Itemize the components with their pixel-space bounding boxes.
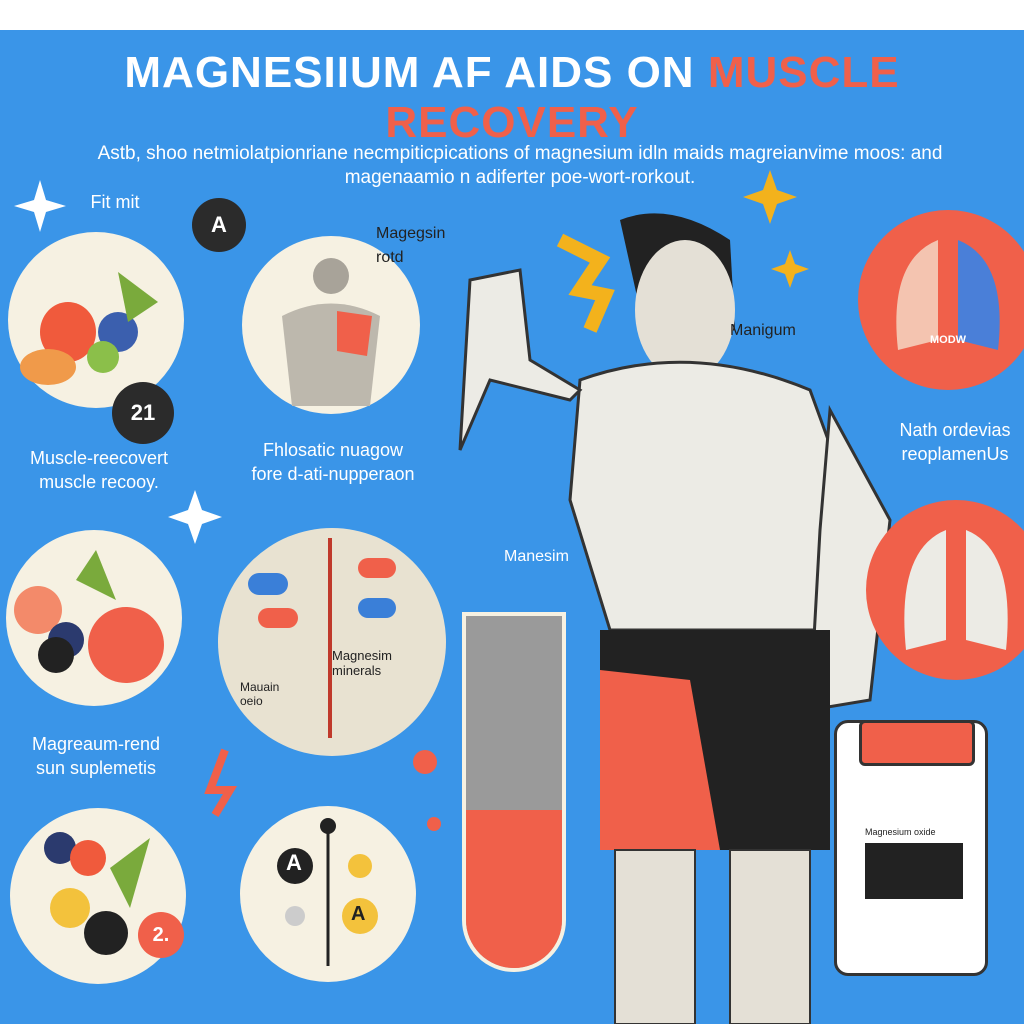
manesim-label: Manesim	[504, 548, 569, 565]
fruits-icon	[14, 550, 164, 683]
test-tube	[462, 612, 566, 972]
molecule-icon	[277, 818, 378, 966]
molecule-circle-2	[240, 806, 416, 982]
torso-icon	[282, 258, 380, 406]
lungs-icon	[904, 530, 1008, 650]
fruit-circle-2	[6, 530, 182, 706]
atom-a-2: A	[351, 903, 366, 925]
lungs-circle-1: MODW	[858, 210, 1024, 390]
atom-a-1: A	[286, 850, 302, 875]
page-title: MAGNESIIUM AF AIDS ON MUSCLE RECOVERY	[124, 48, 900, 147]
supplement-bottle: Magnesium oxide	[834, 720, 988, 976]
lungs-label: MODW	[929, 334, 967, 346]
manigum-label: Manigum	[730, 322, 796, 339]
lungs-circle-2	[866, 500, 1024, 680]
subtitle: Astb, shoo netmiolatpionriane necmpiticp…	[97, 143, 943, 188]
bottle-graph-icon	[865, 843, 963, 899]
badge-21: 21	[112, 382, 174, 444]
badge-a: A	[192, 198, 246, 252]
fruit-circle-1	[8, 232, 184, 408]
badge-2: 2.	[138, 912, 184, 958]
fit-mit-label: Fit mit	[90, 192, 140, 212]
fruits-icon	[20, 272, 158, 385]
muscular-man-illustration	[458, 213, 892, 1024]
fruits-icon	[44, 832, 150, 955]
bottle-label: Magnesium oxide	[865, 827, 936, 837]
pills-icon	[248, 538, 396, 738]
lungs-icon	[896, 240, 1000, 350]
body-circle	[242, 236, 420, 414]
molecule-circle	[218, 528, 446, 756]
